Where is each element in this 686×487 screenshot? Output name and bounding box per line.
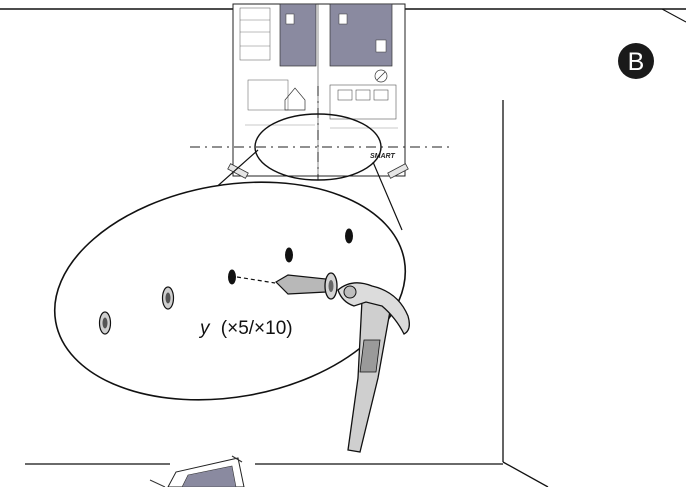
callout-quantity: (×5/×10) xyxy=(221,318,293,339)
quantity-callout: y (×5/×10) xyxy=(198,318,293,339)
step-badge: B xyxy=(618,43,654,79)
top-corner-line xyxy=(662,9,686,22)
template-preview-bottom xyxy=(150,456,244,487)
step-label: B xyxy=(628,48,645,76)
template-brand-label: SMART xyxy=(370,153,395,160)
callout-variable: y xyxy=(198,318,211,339)
